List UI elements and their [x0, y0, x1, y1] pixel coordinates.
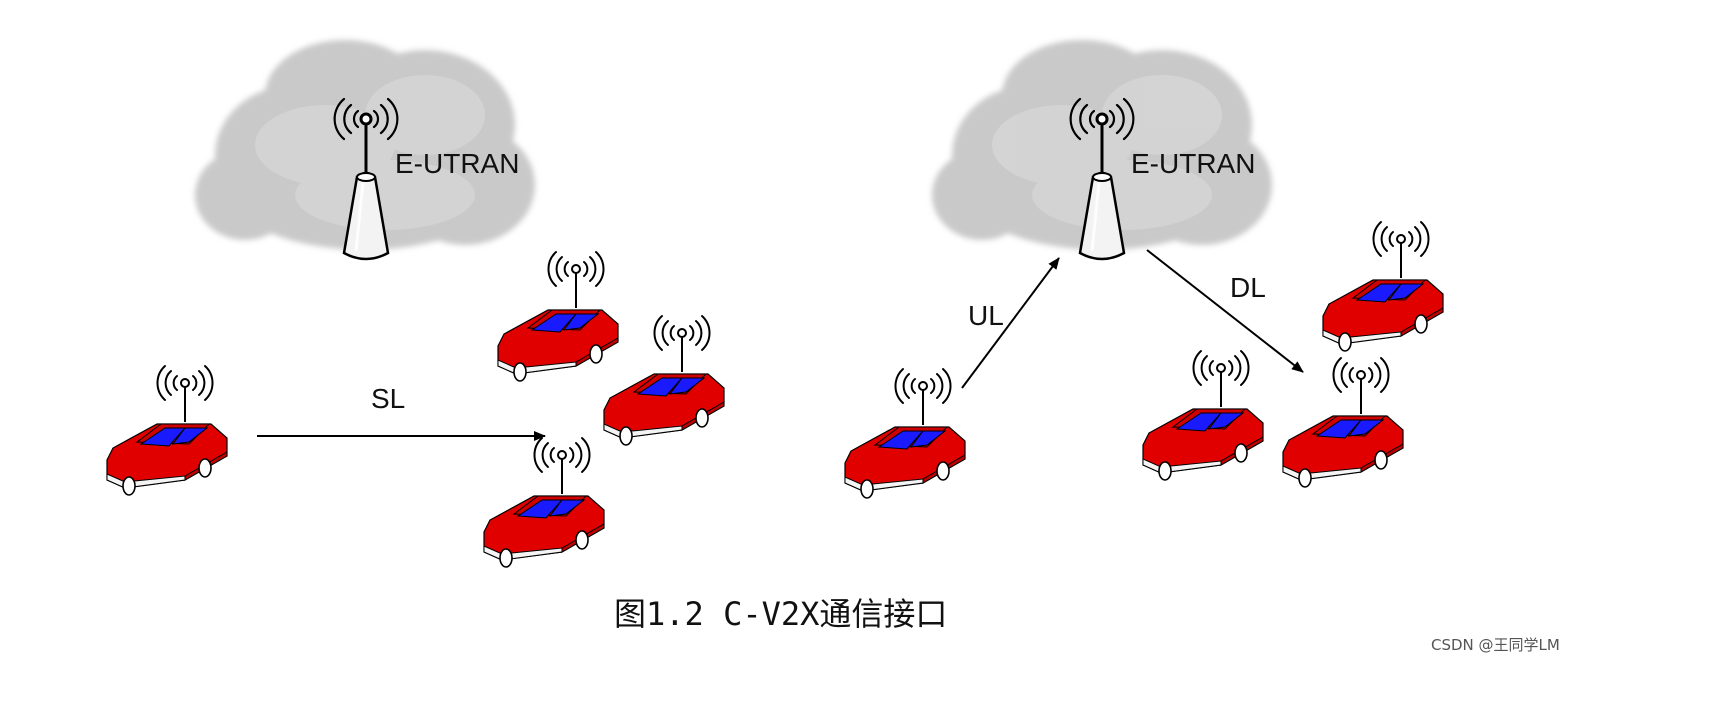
car-icon — [1322, 221, 1444, 352]
car-icon — [483, 437, 605, 568]
uplink-label: UL — [968, 300, 1004, 331]
car-icon — [603, 315, 725, 446]
downlink-label: DL — [1230, 272, 1266, 303]
car-icon — [497, 251, 619, 382]
sidelink-label: SL — [371, 383, 405, 414]
c-v2x-diagram: E-UTRAN SL E-UTRAN UL DL 图1.2 C-V2X通信接口 … — [106, 0, 1560, 654]
watermark: CSDN @王同学LM — [1431, 636, 1560, 654]
right-panel: E-UTRAN UL DL — [844, 40, 1444, 499]
downlink-arrow — [1146, 249, 1304, 373]
car-icon — [1282, 357, 1404, 488]
car-icon — [844, 368, 966, 499]
right-network-label: E-UTRAN — [1131, 148, 1255, 179]
car-icon — [1142, 350, 1264, 481]
left-network-label: E-UTRAN — [395, 148, 519, 179]
uplink-arrow — [961, 257, 1060, 389]
left-panel: E-UTRAN SL — [106, 40, 725, 568]
car-icon — [106, 365, 228, 496]
figure-caption: 图1.2 C-V2X通信接口 — [614, 595, 947, 633]
